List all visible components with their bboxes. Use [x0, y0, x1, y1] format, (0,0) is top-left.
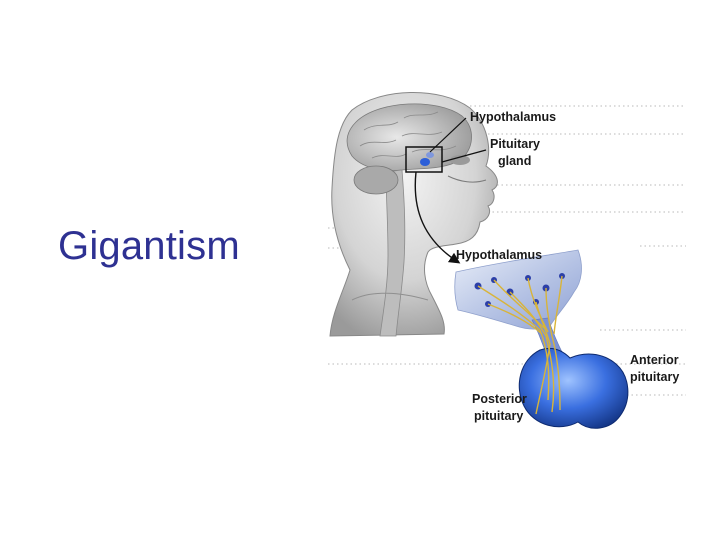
label-anterior-line2: pituitary — [630, 370, 679, 384]
label-gland-line2: gland — [498, 154, 531, 168]
head-illustration — [329, 92, 498, 337]
label-hypothalamus-detail: Hypothalamus — [456, 248, 542, 262]
label-hypothalamus-top: Hypothalamus — [470, 110, 556, 124]
label-pituitary-line1: Pituitary — [490, 137, 540, 151]
hypothalamus-detail-illustration — [454, 249, 629, 429]
zoom-arrow — [414, 171, 461, 264]
label-posterior-line2: pituitary — [474, 409, 523, 423]
label-anterior-line1: Anterior — [630, 353, 679, 367]
leader-lines — [429, 117, 487, 163]
label-posterior-line1: Posterior — [472, 392, 527, 406]
diagram-labels: Hypothalamus Pituitary gland Hypothalamu… — [456, 110, 679, 423]
pituitary-dot — [420, 158, 430, 166]
pituitary-highlight-box — [405, 146, 443, 173]
slide-title: Gigantism — [58, 224, 240, 268]
